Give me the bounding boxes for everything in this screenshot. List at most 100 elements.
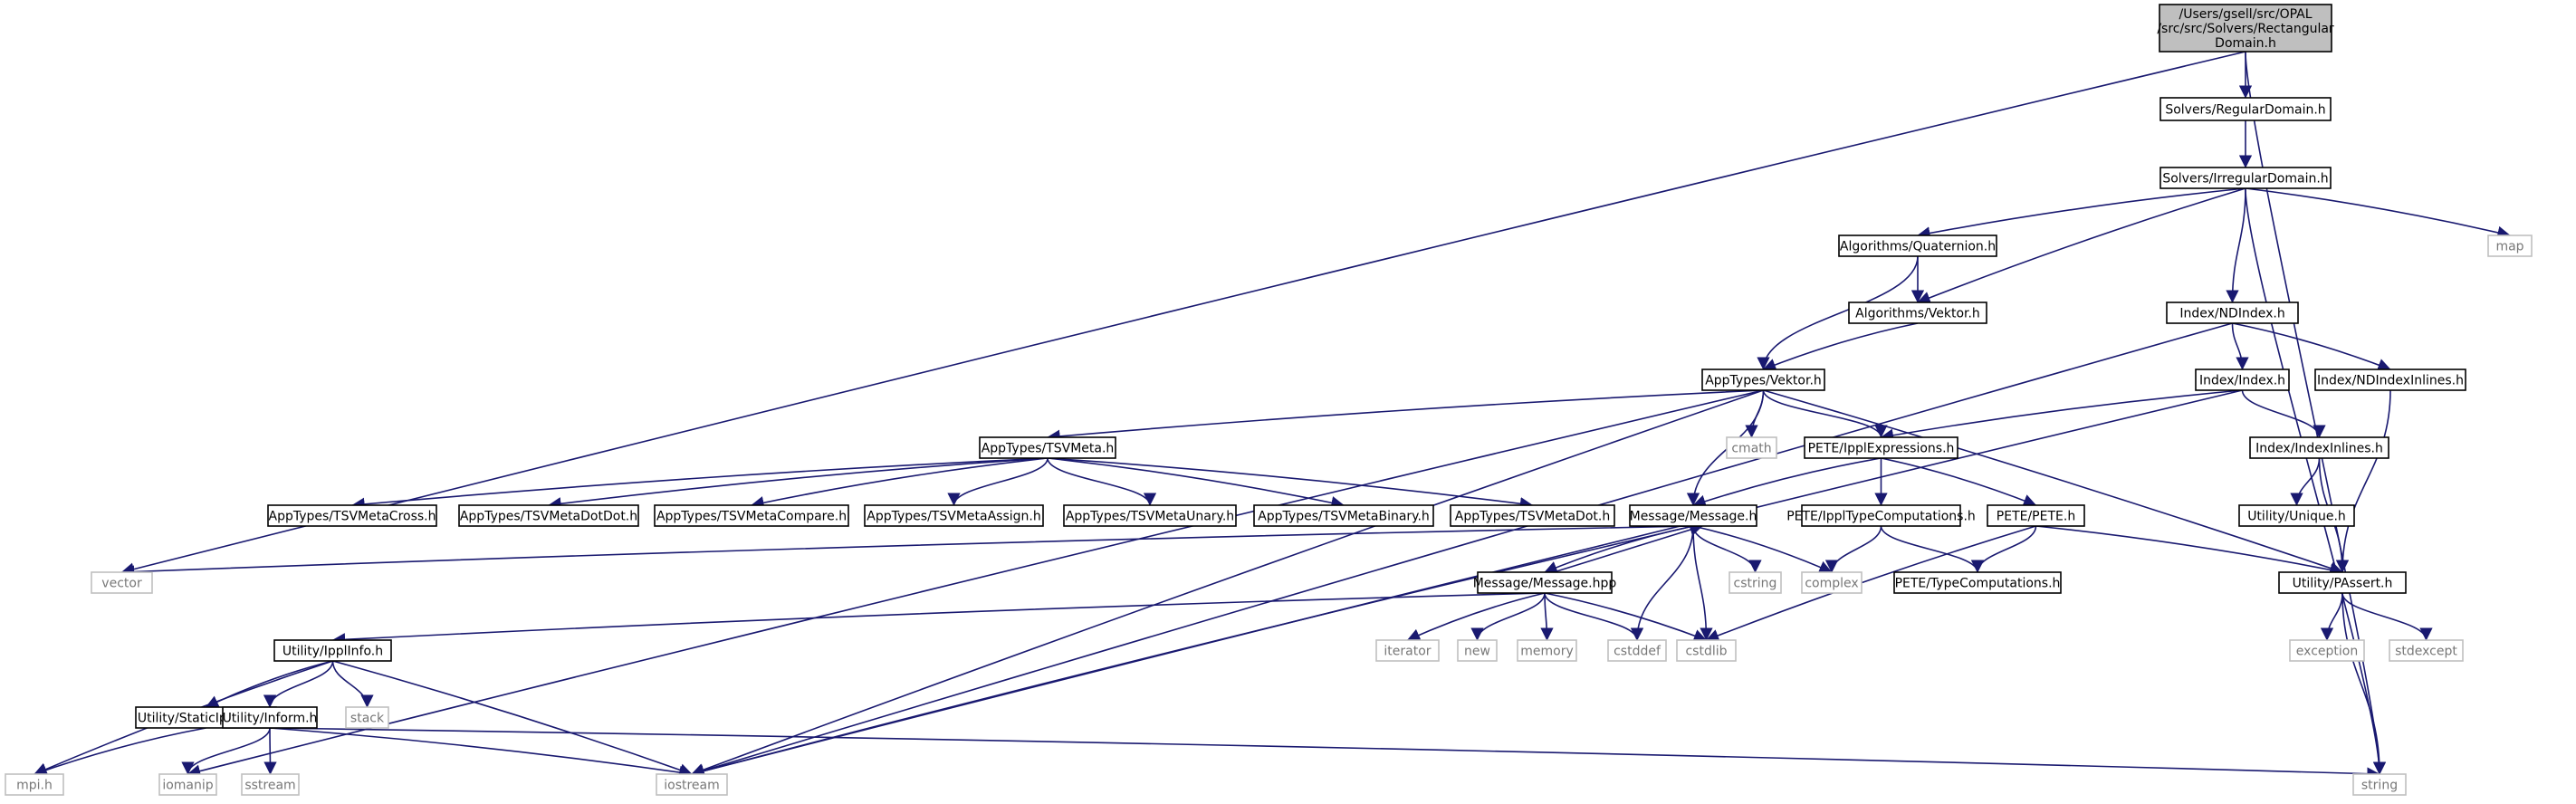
node-label-index: Index/Index.h [2199,374,2285,388]
edge-index-to-iostream [691,389,2243,778]
node-tsvassign[interactable]: AppTypes/TSVMetaAssign.h [864,504,1044,527]
node-ndindex[interactable]: Index/NDIndex.h [2166,302,2299,324]
node-box-tsvbinary [1253,504,1434,527]
edge-message-to-vector [120,525,1694,579]
node-ndindexinl[interactable]: Index/NDIndexInlines.h [2314,368,2466,391]
node-label-tsvdot: AppTypes/TSVMetaDot.h [1455,510,1610,524]
node-label-root-1: /src/src/Solvers/Rectangular [2157,22,2334,36]
edge-irregular-to-ndindex [2226,187,2246,303]
node-label-passert: Utility/PAssert.h [2293,577,2393,591]
node-algvektor[interactable]: Algorithms/Vektor.h [1848,302,1987,324]
edge-appvektor-to-passert [1763,389,2343,575]
edge-ippltype-to-complex [1824,525,1882,573]
node-tsvdot[interactable]: AppTypes/TSVMetaDot.h [1450,504,1615,527]
node-indexinl[interactable]: Index/IndexInlines.h [2249,436,2389,459]
node-box-index [2195,368,2290,391]
node-box-iomanip [158,773,217,796]
edge-tsvmeta-to-tsvunary [1047,457,1157,506]
node-box-cstdlib [1676,639,1737,662]
node-index[interactable]: Index/Index.h [2195,368,2290,391]
node-box-messagehpp [1477,571,1613,594]
node-ipplinfo[interactable]: Utility/IpplInfo.h [273,639,392,662]
node-box-tsvdotdot [458,504,639,527]
node-cmath: cmath [1726,436,1777,459]
node-box-passert [2278,571,2407,594]
node-pete[interactable]: PETE/PETE.h [1987,504,2085,527]
edge-ipplexpr-to-pete [1881,457,2037,507]
node-label-irregular: Solvers/IrregularDomain.h [2162,172,2328,187]
node-tsvcompare[interactable]: AppTypes/TSVMetaCompare.h [654,504,849,527]
node-inform[interactable]: Utility/Inform.h [222,706,318,729]
node-passert[interactable]: Utility/PAssert.h [2278,571,2407,594]
node-regular[interactable]: Solvers/RegularDomain.h [2159,97,2332,121]
node-label-tsvassign: AppTypes/TSVMetaAssign.h [867,510,1040,524]
node-box-memory [1517,639,1577,662]
edge-ndindexinl-to-passert [2335,389,2391,573]
node-label-tsvmeta: AppTypes/TSVMeta.h [982,442,1115,456]
node-ippltype[interactable]: PETE/IpplTypeComputations.h [1786,504,1976,527]
node-sstream: sstream [241,773,300,796]
node-tsvcross[interactable]: AppTypes/TSVMetaCross.h [267,504,437,527]
edge-irregular-to-algvektor [1917,187,2246,304]
node-tsvdotdot[interactable]: AppTypes/TSVMetaDotDot.h [458,504,639,527]
edge-message-to-cstdlib [1692,525,1713,641]
node-irregular[interactable]: Solvers/IrregularDomain.h [2159,167,2332,189]
node-box-root [2159,4,2332,53]
node-box-cstring [1729,571,1782,594]
node-typecomp[interactable]: PETE/TypeComputations.h [1893,571,2062,594]
edge-tsvmeta-to-tsvassign [947,457,1049,506]
edge-passert-to-string [2341,592,2387,775]
edge-message-to-cstddef [1630,525,1694,641]
node-box-irregular [2159,167,2332,189]
node-tsvbinary[interactable]: AppTypes/TSVMetaBinary.h [1253,504,1434,527]
node-ipplexpr[interactable]: PETE/IpplExpressions.h [1804,436,1958,459]
node-label-complex: complex [1805,577,1858,591]
edge-inform-to-iostream [269,727,693,780]
node-string: string [2352,773,2407,796]
edge-passert-to-stdexcept [2341,592,2433,641]
node-quaternion[interactable]: Algorithms/Quaternion.h [1838,234,1997,257]
node-tsvmeta[interactable]: AppTypes/TSVMeta.h [979,436,1116,459]
edge-ndindex-to-index [2231,322,2249,370]
node-box-unique [2238,504,2355,527]
node-label-pete: PETE/PETE.h [1997,510,2075,524]
edge-root-to-vector [120,51,2246,576]
node-box-cstddef [1607,639,1667,662]
edge-staticippl-to-mpi [34,727,206,777]
node-box-cmath [1726,436,1777,459]
node-label-tsvcompare: AppTypes/TSVMetaCompare.h [656,510,847,524]
node-box-complex [1801,571,1863,594]
node-label-cstring: cstring [1734,577,1777,591]
edge-passert-to-exception [2320,592,2343,641]
node-map: map [2487,234,2533,257]
node-message[interactable]: Message/Message.h [1629,504,1757,527]
edge-irregular-to-quaternion [1917,187,2246,240]
node-appvektor[interactable]: AppTypes/Vektor.h [1701,368,1825,391]
edge-ndindex-to-iostream [691,322,2233,777]
node-stack: stack [345,706,389,729]
node-box-stack [345,706,389,729]
node-label-ndindex: Index/NDIndex.h [2179,307,2284,321]
edge-irregular-to-string [2245,187,2387,775]
node-iomanip: iomanip [158,773,217,796]
edge-messagehpp-to-cstdlib [1544,592,1708,642]
node-box-algvektor [1848,302,1987,324]
edge-indexinl-to-unique [2290,457,2321,506]
node-label-memory: memory [1520,645,1574,659]
node-stdexcept: stdexcept [2389,639,2464,662]
node-label-iomanip: iomanip [162,779,213,793]
node-label-map: map [2495,240,2523,254]
node-label-unique: Utility/Unique.h [2247,510,2346,524]
node-root[interactable]: /Users/gsell/src/OPAL/src/src/Solvers/Re… [2157,4,2334,53]
node-memory: memory [1517,639,1577,662]
node-messagehpp[interactable]: Message/Message.hpp [1473,571,1617,594]
node-box-inform [222,706,318,729]
node-cstdlib: cstdlib [1676,639,1737,662]
node-label-algvektor: Algorithms/Vektor.h [1855,307,1980,321]
edge-tsvmeta-to-tsvcross [351,457,1049,511]
node-unique[interactable]: Utility/Unique.h [2238,504,2355,527]
node-label-tsvdotdot: AppTypes/TSVMetaDotDot.h [460,510,637,524]
node-tsvunary[interactable]: AppTypes/TSVMetaUnary.h [1063,504,1237,527]
node-label-cstddef: cstddef [1614,645,1661,659]
edge-messagehpp-to-ipplinfo [331,592,1546,646]
